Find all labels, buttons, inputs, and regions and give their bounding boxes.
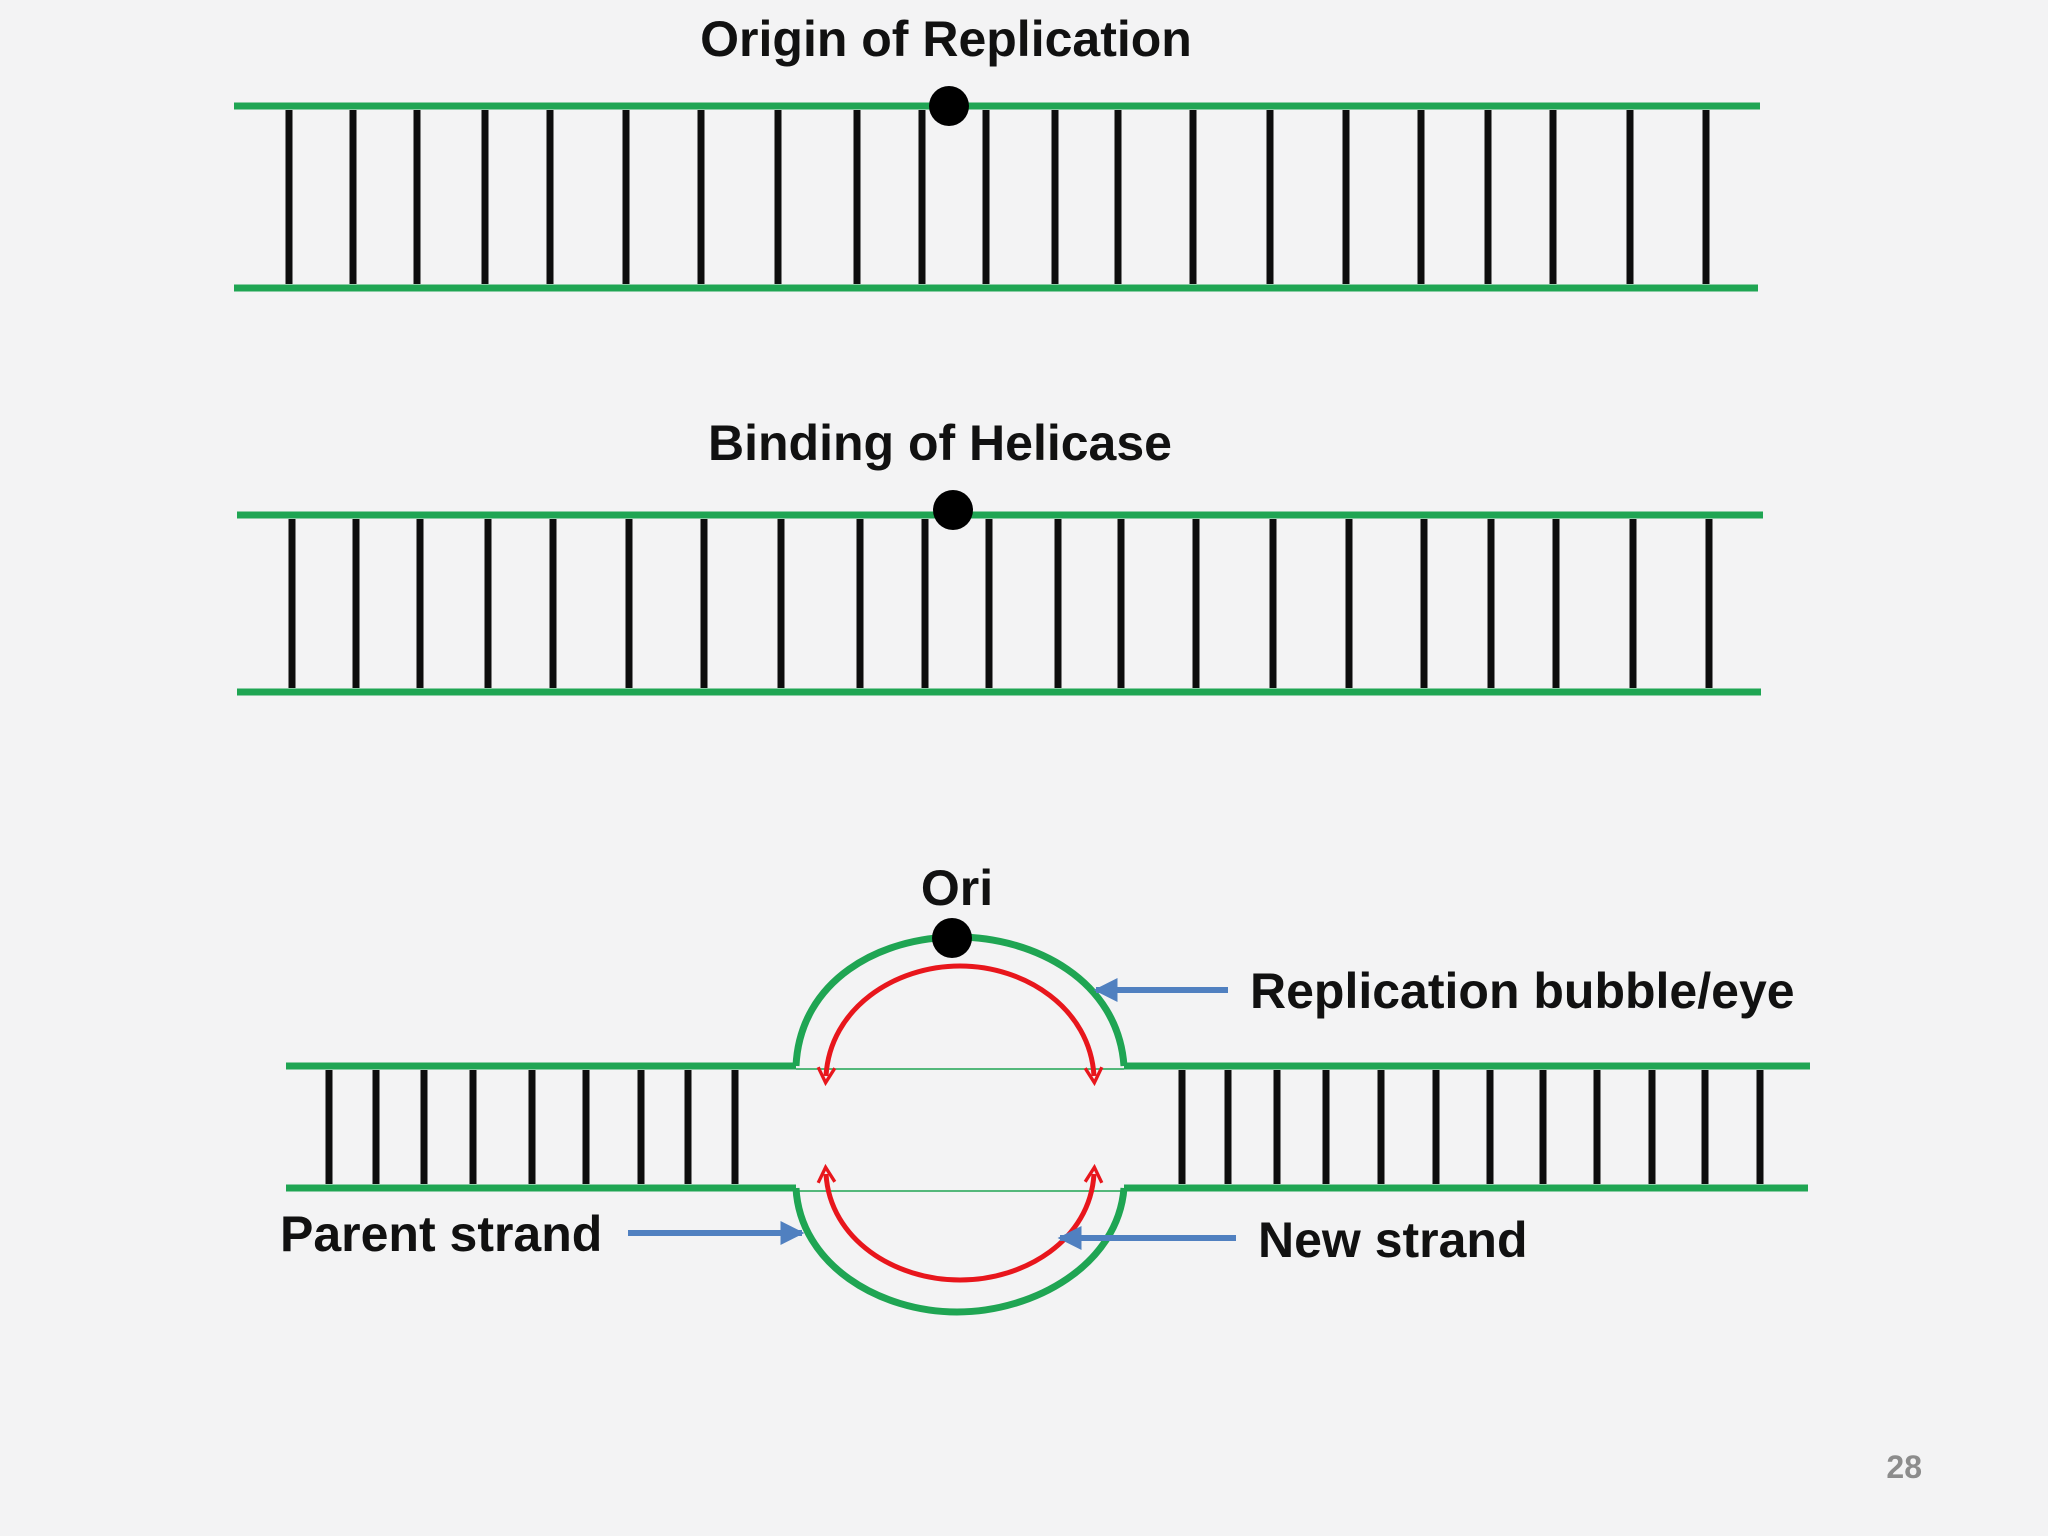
bubble-callout-label: Replication bubble/eye <box>1250 963 1795 1019</box>
panel-origin: Origin of Replication <box>234 11 1760 292</box>
new-strand-lower <box>826 1174 1094 1283</box>
page-number: 28 <box>1886 1449 1922 1485</box>
helicase-title: Binding of Helicase <box>708 415 1172 471</box>
bubble-upper-arc <box>792 933 1128 1067</box>
origin-title: Origin of Replication <box>700 11 1192 67</box>
panel-bubble: Ori Replication bubble/eye Parent <box>280 860 1810 1316</box>
bubble-lower-arc <box>792 1187 1128 1316</box>
new-strand-upper <box>826 963 1094 1076</box>
base-pairs-bottom <box>325 1070 1764 1184</box>
ori-dot <box>932 918 972 958</box>
base-pairs-top <box>285 110 1710 284</box>
ori-label: Ori <box>921 860 993 916</box>
helicase-dot <box>933 490 973 530</box>
panel-helicase: Binding of Helicase <box>237 415 1763 696</box>
new-strand-label: New strand <box>1258 1212 1528 1268</box>
parent-strand-label: Parent strand <box>280 1206 602 1262</box>
origin-dot <box>929 86 969 126</box>
base-pairs-middle <box>288 519 1713 688</box>
